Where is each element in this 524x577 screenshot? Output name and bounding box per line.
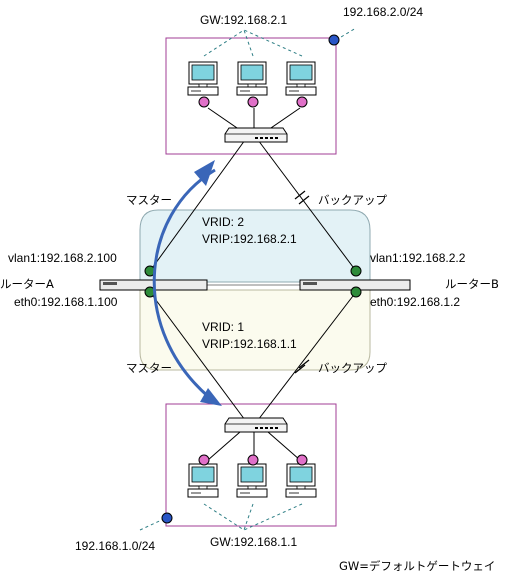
master-label-bottom: マスター xyxy=(126,361,172,375)
router-interface-nodes xyxy=(144,265,362,298)
backup-break-top xyxy=(294,190,310,205)
pc-top-2 xyxy=(236,61,268,96)
router-a-eth0: eth0:192.168.1.100 xyxy=(14,295,118,309)
router-a-name: ルーターA xyxy=(0,277,54,291)
link-routerB-bottomhub xyxy=(257,291,357,421)
vrid2-label: VRID: 2 xyxy=(202,215,244,229)
backup-break-bottom xyxy=(294,359,310,374)
bottom-network-box xyxy=(165,403,337,527)
pc-top-1 xyxy=(187,61,219,96)
master-arrow-head-top xyxy=(194,160,215,186)
vrid1-region xyxy=(139,289,371,371)
router-a-vlan1: vlan1:192.168.2.100 xyxy=(8,251,117,265)
top-gateway-label: GW:192.168.2.1 xyxy=(200,13,287,27)
top-network-box xyxy=(165,37,337,155)
router-b-eth0: eth0:192.168.1.2 xyxy=(370,295,460,309)
gw-dashed-top xyxy=(203,27,357,57)
router-b-vlan1: vlan1:192.168.2.2 xyxy=(370,251,466,265)
master-arrow-head-bottom xyxy=(200,388,222,406)
pc-bottom-3 xyxy=(285,463,317,498)
backup-label-bottom: バックアップ xyxy=(318,361,387,375)
vrid2-region xyxy=(139,209,371,283)
pc-bottom-2 xyxy=(236,463,268,498)
gw-legend: GW=デフォルトゲートウェイ xyxy=(339,559,495,573)
vrip2-label: VRIP:192.168.2.1 xyxy=(202,232,297,246)
hub-top xyxy=(224,127,288,143)
master-arrow xyxy=(152,168,216,400)
master-label-top: マスター xyxy=(126,193,172,207)
top-subnet-label: 192.168.2.0/24 xyxy=(343,5,423,19)
gw-dashed-bottom xyxy=(139,503,303,531)
vrid1-label: VRID: 1 xyxy=(202,320,244,334)
pc-nic-nodes xyxy=(198,96,308,466)
pc-bottom-1 xyxy=(187,463,219,498)
link-routerA-bottomhub xyxy=(149,291,246,421)
pc-top-3 xyxy=(285,61,317,96)
bottom-subnet-label: 192.168.1.0/24 xyxy=(75,539,155,553)
bottom-gateway-label: GW:192.168.1.1 xyxy=(210,535,297,549)
router-b-name: ルーターB xyxy=(445,277,499,291)
link-routerB-tophub xyxy=(257,139,357,272)
vrip1-label: VRIP:192.168.1.1 xyxy=(202,337,297,351)
subnet-node-top xyxy=(328,34,340,46)
backup-label-top: バックアップ xyxy=(318,193,387,207)
link-routerA-tophub xyxy=(149,139,246,272)
subnet-node-bottom xyxy=(161,512,173,524)
hub-bottom xyxy=(224,417,288,433)
